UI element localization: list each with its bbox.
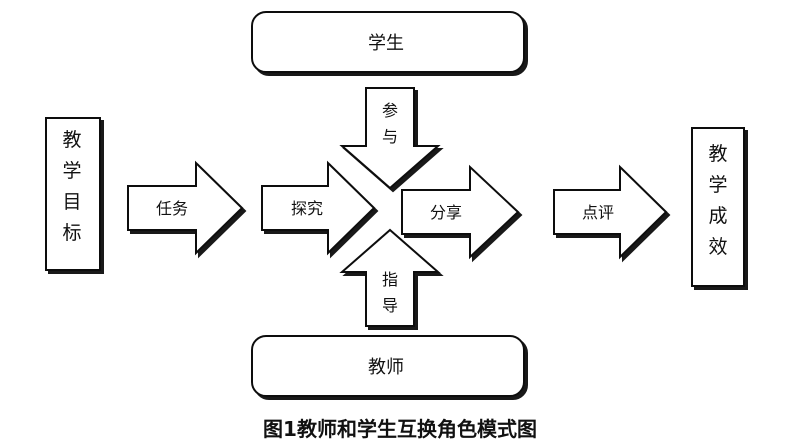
task-arrow: 任务 [127, 160, 244, 256]
student-box: 学生 [251, 11, 525, 73]
explore-arrow-label: 探究 [291, 199, 323, 218]
participate-arrow: 参 与 [339, 87, 441, 190]
teaching-result-char-4: 效 [708, 236, 727, 258]
participate-char-2: 与 [382, 127, 398, 146]
teaching-result-char-3: 成 [708, 205, 727, 227]
figure-caption: 图1教师和学生互换角色模式图 [263, 417, 537, 441]
teaching-goal-char-3: 目 [62, 191, 81, 213]
participate-char-1: 参 [382, 101, 398, 120]
teaching-goal-box: 教 学 目 标 [45, 117, 101, 271]
teaching-result-box: 教 学 成 效 [691, 127, 745, 287]
student-box-label: 学生 [368, 33, 404, 54]
share-arrow: 分享 [401, 164, 520, 260]
teaching-result-char-1: 教 [708, 143, 727, 165]
teaching-goal-char-1: 教 [62, 129, 81, 151]
teacher-box: 教师 [251, 335, 525, 397]
guide-char-1: 指 [382, 270, 398, 289]
review-arrow: 点评 [553, 164, 668, 260]
teacher-box-label: 教师 [368, 357, 404, 378]
teaching-result-char-2: 学 [708, 174, 727, 196]
teaching-goal-char-4: 标 [62, 222, 81, 244]
teaching-goal-char-2: 学 [62, 160, 81, 182]
explore-arrow: 探究 [261, 160, 376, 256]
share-arrow-label: 分享 [430, 203, 462, 222]
review-arrow-label: 点评 [582, 203, 614, 222]
guide-char-2: 导 [382, 296, 398, 315]
task-arrow-label: 任务 [156, 199, 188, 218]
role-exchange-diagram: 学生 教师 教 学 目 标 教 学 成 效 任务 探究 参 与 指 导 [45, 11, 745, 397]
guide-arrow: 指 导 [339, 228, 441, 327]
